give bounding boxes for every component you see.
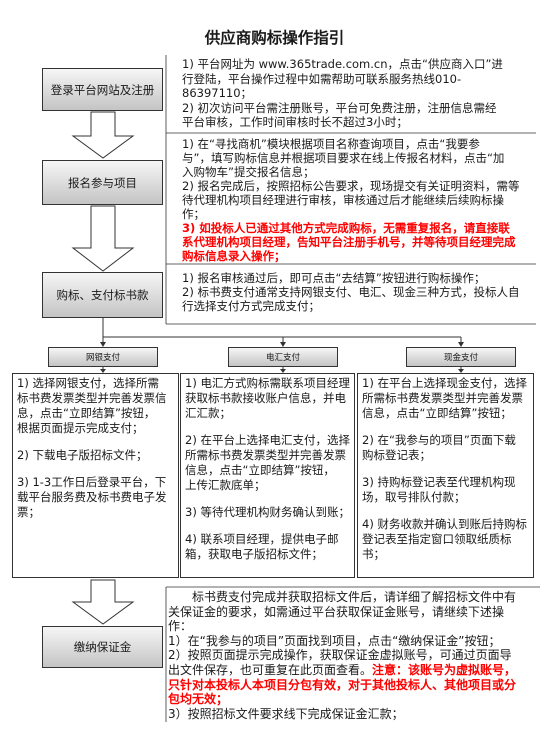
text-line: 上传汇款底单；: [185, 477, 266, 492]
text-line: 票；: [17, 504, 40, 519]
text-line: 2) 下载电子版招标文件；: [17, 447, 148, 462]
step-paragraph: 4) 财务收款并确认到账后持购标 登记表至指定窗口领取纸质标 书；: [362, 517, 533, 562]
step-paragraph: 1) 选择网银支付，选择所需 标书费发票类型并完善发票信 息，点击“立即结算”按…: [17, 376, 178, 436]
payment-label: 电汇支付: [265, 353, 300, 363]
text-line: 息，点击“立即结算”按钮，: [17, 405, 156, 420]
wire-transfer-steps: 1) 电汇方式购标需联系项目经理 获取标书款接收账户信息，并电 汇汇款； 2) …: [180, 373, 355, 578]
text-line: 登记表至指定窗口领取纸质标: [362, 531, 512, 546]
text-line: 3）按照招标文件要求线下完成保证金汇款；: [168, 706, 404, 721]
text-line: 根据页面提示完成支付；: [17, 420, 144, 435]
text-line: 86397110；: [182, 86, 253, 100]
text-line: 待代理机构项目经理进行审核，审核通过后才能继续后续购标操: [182, 193, 504, 207]
text-line: 与”，填写购标信息并根据项目要求在线上传报名材料，点击“加: [182, 151, 505, 165]
text-line: 平台审核，工作时间审核时长不超过3小时；: [182, 115, 408, 129]
step-paragraph: 2) 下载电子版招标文件；: [17, 448, 178, 463]
text-line: 1) 平台网址为 www.365trade.com.cn，点击“供应商入口”进: [182, 57, 503, 71]
text-line: 所需标书费发票类型并完善发票: [362, 390, 523, 405]
text-line: 1) 电汇方式购标需联系项目经理: [185, 375, 350, 390]
step-label: 登录平台网站及注册: [50, 82, 155, 97]
text-line: 箱，获取电子版招标文件；: [185, 546, 323, 561]
text-line: 2) 在“我参与的项目”页面下载: [362, 432, 516, 447]
payment-cash-box: 现金支付: [406, 347, 516, 367]
notice-line: 3) 如投标人已通过其他方式完成购标，无需重复报名，请直接联: [182, 221, 510, 235]
text-line: 出文件保存，也可重复在此页面查看。注意：该账号为虚拟账号，: [168, 663, 516, 678]
text-segment: 出文件保存，也可重复在此页面查看。: [168, 662, 373, 677]
step-deposit-text: 标书费支付完成并获取招标文件后，请详细了解招标文件中有 关保证金的要求，如需通过…: [168, 590, 516, 721]
notice-line: 包均无效；: [168, 692, 229, 707]
text-line: 标书费发票类型并完善发票信: [17, 390, 167, 405]
online-banking-steps: 1) 选择网银支付，选择所需 标书费发票类型并完善发票信 息，点击“立即结算”按…: [12, 373, 179, 578]
step-login-register-box: 登录平台网站及注册: [42, 68, 163, 111]
text-line: 2) 标书费支付通常支持网银支付、电汇、现金三种方式，投标人自: [182, 285, 520, 299]
text-line: 1) 报名审核通过后，即可点击“去结算”按钮进行购标操作；: [182, 271, 486, 285]
text-line: 信息，点击“立即结算”按钮；: [362, 405, 512, 420]
text-line: 关保证金的要求，如需通过平台获取保证金账号，请继续下述操: [168, 604, 505, 619]
text-line: 1）在“我参与的项目”页面找到项目，点击“缴纳保证金”按钮；: [168, 633, 501, 648]
step-label: 报名参与项目: [68, 175, 137, 190]
text-line: 行登陆，平台操作过程中如需帮助可联系服务热线010-: [182, 71, 462, 86]
text-line: 标书费支付完成并获取招标文件后，请详细了解招标文件中有: [192, 590, 517, 604]
text-line: 3) 等待代理机构财务确认到账；: [185, 504, 350, 519]
text-line: 所需标书费发票类型并完善发票: [185, 447, 346, 462]
text-line: 作；: [182, 207, 205, 221]
text-line: 载平台服务费及标书费电子发: [17, 489, 167, 504]
arrow-down-step1-to-step2: [71, 111, 135, 159]
step-purchase-pay-text: 1) 报名审核通过后，即可点击“去结算”按钮进行购标操作； 2) 标书费支付通常…: [182, 271, 519, 313]
text-line: 2）按照页面提示完成操作，获取保证金虚拟账号，可通过页面导: [168, 648, 512, 663]
text-line: 1) 在平台上选择现金支付，选择: [362, 375, 527, 390]
text-line: 书；: [362, 546, 385, 561]
text-line: 4) 联系项目经理，提供电子邮: [185, 531, 339, 546]
text-line: 信息，点击“立即结算”按钮，: [185, 462, 335, 477]
step-paragraph: 4) 联系项目经理，提供电子邮 箱，获取电子版招标文件；: [185, 532, 354, 562]
payment-label: 现金支付: [443, 353, 478, 363]
text-line: 4) 财务收款并确认到账后持购标: [362, 516, 527, 531]
payment-online-banking-box: 网银支付: [48, 347, 158, 367]
text-line: 2) 在平台上选择电汇支付，选择: [185, 432, 350, 447]
arrow-down-step2-to-step3: [71, 205, 135, 272]
step-paragraph: 3) 1-3工作日后登录平台，下 载平台服务费及标书费电子发 票；: [17, 475, 178, 520]
text-line: 3) 1-3工作日后登录平台，下: [17, 474, 167, 489]
text-line: 入购物车”提交报名信息；: [182, 165, 315, 179]
notice-line: 购标信息录入操作；: [182, 249, 286, 263]
step-paragraph: 3) 等待代理机构财务确认到账；: [185, 505, 354, 520]
step-label: 缴纳保证金: [73, 640, 132, 654]
notice-line: 系代理机构项目经理，告知平台注册手机号，并等待项目经理完成: [182, 235, 516, 249]
text-line: 2) 初次访问平台需注册账号，平台可免费注册，注册信息需经: [182, 100, 497, 115]
step-purchase-pay-box: 购标、支付标书款: [42, 272, 163, 318]
step-login-register-text: 1) 平台网址为 www.365trade.com.cn，点击“供应商入口”进 …: [182, 57, 503, 130]
payment-label: 网银支付: [85, 353, 120, 363]
step-paragraph: 1) 电汇方式购标需联系项目经理 获取标书款接收账户信息，并电 汇汇款；: [185, 376, 354, 421]
notice-line: 只针对本投标人本项目分包有效，对于其他投标人、其他项目或分: [168, 677, 517, 692]
text-line: 汇汇款；: [185, 405, 231, 420]
cash-payment-steps: 1) 在平台上选择现金支付，选择 所需标书费发票类型并完善发票 信息，点击“立即…: [357, 373, 534, 578]
step-paragraph: 2) 在平台上选择电汇支付，选择 所需标书费发票类型并完善发票 信息，点击“立即…: [185, 433, 354, 493]
text-line: 场，取号排队付款；: [362, 489, 466, 504]
step-register-project-text: 1) 在“寻找商机”模块根据项目名称查询项目，点击“我要参 与”，填写购标信息并…: [182, 137, 519, 263]
arrow-down-payment-to-deposit: [71, 579, 135, 625]
step-paragraph: 1) 在平台上选择现金支付，选择 所需标书费发票类型并完善发票 信息，点击“立即…: [362, 376, 533, 421]
step-register-project-box: 报名参与项目: [42, 160, 163, 205]
text-line: 行选择支付方式完成支付；: [182, 299, 320, 313]
step-deposit-box: 缴纳保证金: [42, 626, 163, 668]
text-line: 1) 选择网银支付，选择所需: [17, 375, 159, 390]
text-line: 获取标书款接收账户信息，并电: [185, 390, 346, 405]
step-label: 购标、支付标书款: [56, 288, 149, 302]
text-line: 作：: [168, 619, 193, 634]
text-line: 购标登记表；: [362, 447, 431, 462]
payment-wire-transfer-box: 电汇支付: [228, 347, 338, 367]
text-line: 1) 在“寻找商机”模块根据项目名称查询项目，点击“我要参: [182, 137, 480, 151]
text-line: 2) 报名完成后，按照招标公告要求，现场提交有关证明资料，需等: [182, 179, 520, 193]
step-paragraph: 3) 持购标登记表至代理机构现 场，取号排队付款；: [362, 475, 533, 505]
text-line: 3) 持购标登记表至代理机构现: [362, 474, 516, 489]
step-paragraph: 2) 在“我参与的项目”页面下载 购标登记表；: [362, 433, 533, 463]
page-title: 供应商购标操作指引: [204, 29, 345, 47]
notice-segment: 注意：该账号为虚拟账号，: [372, 662, 517, 677]
